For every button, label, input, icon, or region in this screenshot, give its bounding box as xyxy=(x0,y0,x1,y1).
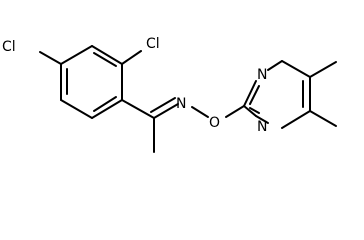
bond xyxy=(243,105,257,117)
structure-diagram: Cl Cl N O N N xyxy=(2,36,337,153)
bond-to-cl-top xyxy=(121,50,142,65)
atom-n-oxime: N xyxy=(176,96,186,112)
bond-to-cl-left xyxy=(39,51,62,65)
molecule-drawing: Cl Cl N O N N xyxy=(2,36,337,153)
double-bond-inner xyxy=(249,107,260,114)
bond xyxy=(60,45,93,65)
double-bond-inner xyxy=(93,52,117,67)
atom-n-pyrimidine-bottom: N xyxy=(257,119,267,135)
dimethylpyrimidine-ring xyxy=(243,60,311,129)
c-n-double-bond-second xyxy=(150,97,176,113)
atom-cl-top: Cl xyxy=(146,36,160,52)
bond xyxy=(91,99,123,119)
n-o-bond xyxy=(191,106,209,118)
bond xyxy=(60,99,93,119)
bond xyxy=(281,110,311,129)
dichlorophenyl-ring xyxy=(60,45,123,119)
methyl-bond-top xyxy=(309,61,337,78)
double-bond-inner xyxy=(249,85,260,105)
atom-o-oxime: O xyxy=(209,115,220,131)
atom-n-pyrimidine-top: N xyxy=(257,67,267,83)
double-bond-inner xyxy=(93,96,117,112)
bond-ring-to-oxime-carbon xyxy=(121,99,155,119)
bond xyxy=(243,80,257,107)
methyl-bond-bottom xyxy=(309,110,337,127)
atom-cl-left: Cl xyxy=(2,39,16,55)
bond xyxy=(255,115,269,124)
c-n-double-bond xyxy=(153,103,179,119)
bond xyxy=(91,45,123,65)
o-pyrimidine-bond xyxy=(225,105,245,118)
bond xyxy=(281,60,311,78)
bond xyxy=(267,60,283,71)
